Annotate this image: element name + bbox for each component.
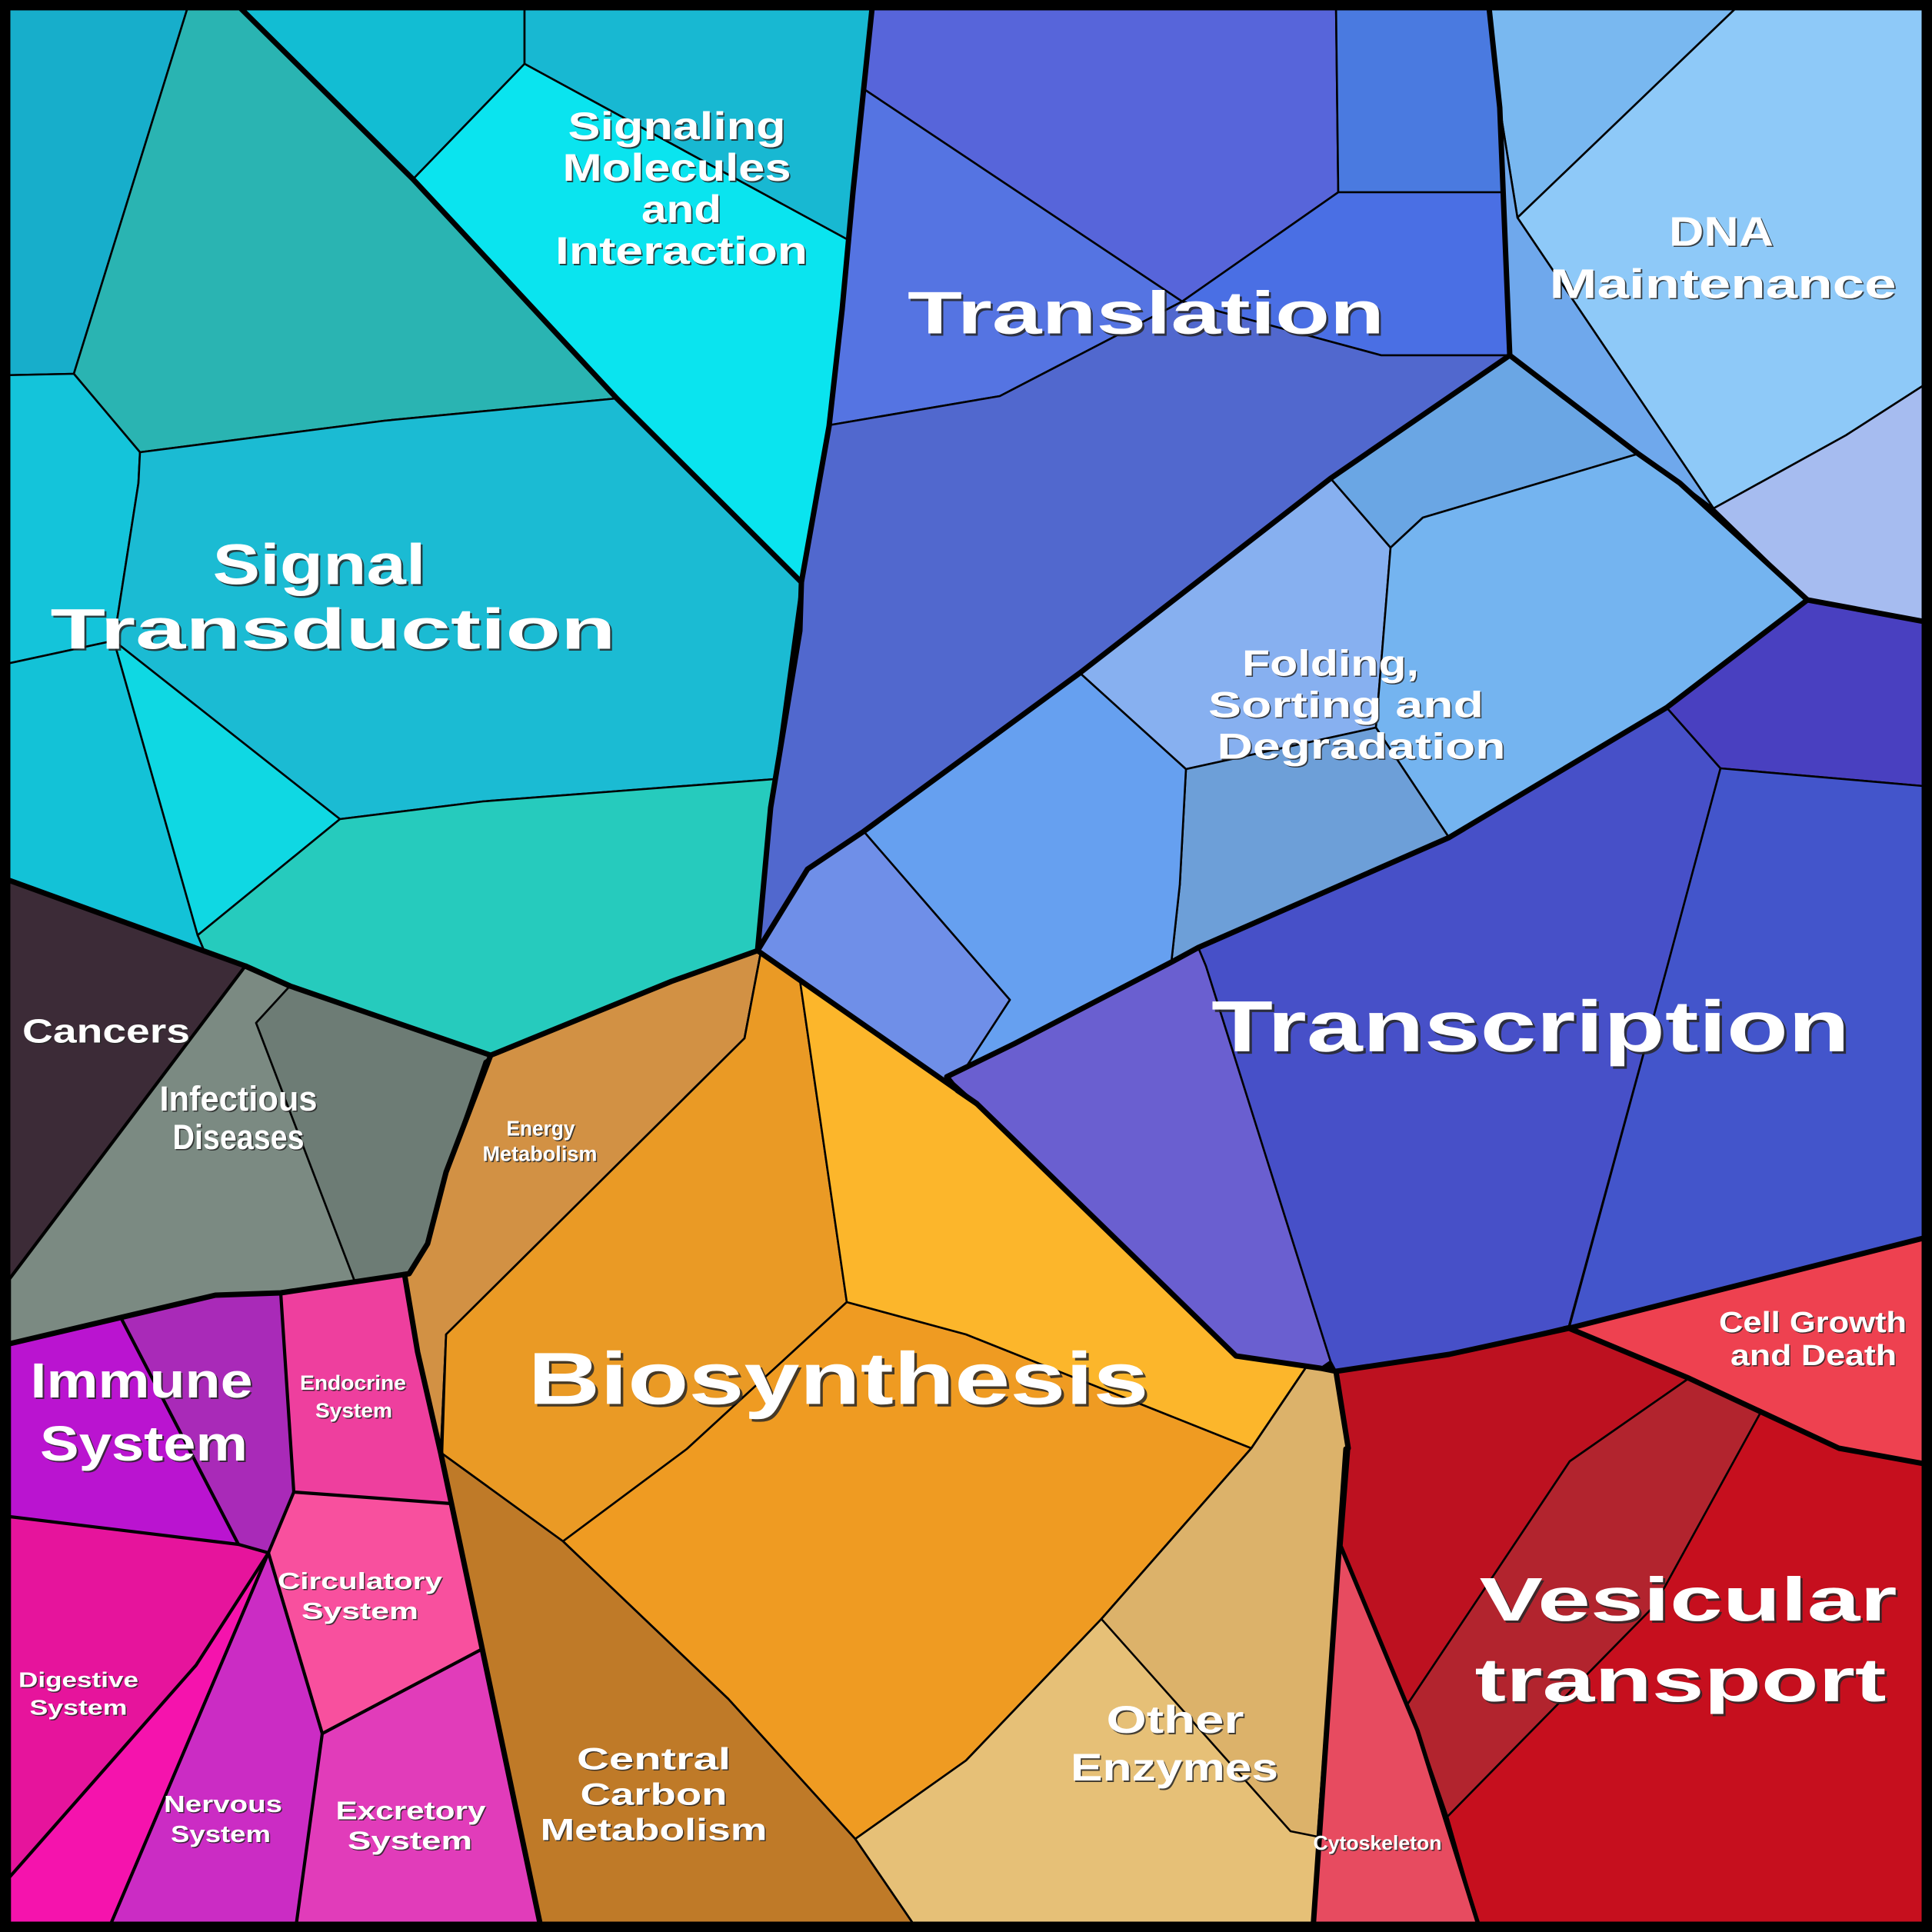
svg-text:Signaling: Signaling: [569, 106, 787, 149]
svg-text:Immune: Immune: [31, 1353, 253, 1408]
svg-text:Diseases: Diseases: [173, 1118, 305, 1157]
svg-text:Central: Central: [578, 1744, 732, 1777]
svg-text:System: System: [348, 1827, 472, 1855]
svg-text:DNA: DNA: [1669, 208, 1774, 255]
svg-text:and: and: [643, 189, 723, 232]
svg-text:Degradation: Degradation: [1218, 727, 1507, 768]
svg-text:System: System: [30, 1695, 128, 1719]
svg-text:transport: transport: [1475, 1646, 1887, 1714]
svg-text:Metabolism: Metabolism: [541, 1814, 768, 1848]
svg-text:Endocrine: Endocrine: [300, 1371, 406, 1394]
svg-text:Cytoskeleton: Cytoskeleton: [1314, 1832, 1443, 1855]
svg-text:Biosynthesis: Biosynthesis: [531, 1341, 1151, 1423]
svg-text:Digestive: Digestive: [20, 1669, 140, 1693]
svg-text:and: and: [641, 188, 721, 231]
svg-text:Metabolism: Metabolism: [483, 1141, 598, 1165]
svg-text:DNA: DNA: [1671, 210, 1775, 256]
svg-text:Excretory: Excretory: [336, 1797, 487, 1825]
svg-text:Folding,: Folding,: [1242, 642, 1419, 683]
svg-text:Maintenance: Maintenance: [1551, 262, 1897, 308]
svg-text:Signal: Signal: [215, 535, 428, 598]
svg-text:Circulatory: Circulatory: [279, 1569, 445, 1596]
svg-text:System: System: [40, 1416, 248, 1471]
svg-text:Molecules: Molecules: [564, 148, 792, 191]
svg-text:and Death: and Death: [1730, 1340, 1897, 1372]
svg-text:System: System: [172, 1822, 272, 1849]
svg-text:Circulatory: Circulatory: [278, 1567, 443, 1594]
svg-text:Metabolism: Metabolism: [541, 1814, 768, 1847]
svg-text:Signal: Signal: [213, 533, 426, 597]
svg-text:Sorting and: Sorting and: [1210, 685, 1485, 726]
svg-text:System: System: [303, 1599, 420, 1626]
svg-text:Metabolism: Metabolism: [484, 1143, 598, 1167]
svg-text:Excretory: Excretory: [337, 1797, 488, 1826]
svg-text:Vesicular: Vesicular: [1480, 1565, 1897, 1634]
svg-text:Digestive: Digestive: [18, 1667, 138, 1691]
svg-text:Enzymes: Enzymes: [1071, 1746, 1278, 1789]
svg-text:Cancers: Cancers: [24, 1014, 192, 1051]
svg-text:Nervous: Nervous: [165, 1792, 284, 1819]
svg-text:Carbon: Carbon: [581, 1779, 728, 1813]
svg-text:Infectious: Infectious: [161, 1080, 318, 1119]
svg-text:Energy: Energy: [507, 1116, 575, 1140]
svg-text:Sorting and: Sorting and: [1208, 684, 1484, 724]
svg-text:Energy: Energy: [508, 1118, 576, 1141]
svg-text:Immune: Immune: [32, 1354, 255, 1410]
svg-text:Degradation: Degradation: [1217, 725, 1506, 766]
svg-text:Diseases: Diseases: [174, 1118, 305, 1158]
svg-text:Maintenance: Maintenance: [1550, 261, 1897, 307]
svg-text:Folding,: Folding,: [1244, 644, 1421, 685]
svg-text:Other: Other: [1108, 1700, 1245, 1743]
svg-text:Interaction: Interaction: [557, 231, 809, 274]
svg-text:Signaling: Signaling: [568, 105, 786, 148]
svg-text:Molecules: Molecules: [563, 146, 791, 189]
svg-text:System: System: [349, 1827, 474, 1856]
svg-text:Transduction: Transduction: [51, 598, 616, 661]
svg-text:and Death: and Death: [1732, 1341, 1898, 1374]
svg-text:Endocrine: Endocrine: [301, 1373, 408, 1396]
svg-text:Translation: Translation: [908, 279, 1384, 347]
svg-text:Cell Growth: Cell Growth: [1720, 1308, 1908, 1341]
svg-text:System: System: [31, 1697, 128, 1720]
svg-text:Enzymes: Enzymes: [1072, 1747, 1280, 1790]
svg-text:System: System: [171, 1820, 271, 1847]
svg-text:System: System: [317, 1401, 394, 1424]
svg-text:System: System: [42, 1417, 249, 1473]
svg-text:Cell Growth: Cell Growth: [1719, 1307, 1907, 1339]
svg-text:Vesicular: Vesicular: [1481, 1567, 1899, 1636]
svg-text:Central: Central: [577, 1743, 731, 1777]
svg-text:Translation: Translation: [910, 281, 1387, 348]
svg-text:System: System: [315, 1399, 392, 1422]
svg-text:Other: Other: [1107, 1698, 1244, 1741]
svg-text:transport: transport: [1477, 1648, 1888, 1717]
svg-text:Infectious: Infectious: [160, 1079, 318, 1118]
svg-text:Carbon: Carbon: [581, 1778, 728, 1812]
svg-text:Biosynthesis: Biosynthesis: [528, 1337, 1149, 1420]
svg-text:Cancers: Cancers: [22, 1013, 190, 1051]
svg-text:Transcription: Transcription: [1211, 986, 1850, 1067]
svg-text:System: System: [301, 1597, 418, 1624]
svg-text:Cytoskeleton: Cytoskeleton: [1314, 1831, 1442, 1854]
svg-text:Nervous: Nervous: [164, 1790, 282, 1817]
svg-text:Transduction: Transduction: [52, 599, 618, 663]
svg-text:Transcription: Transcription: [1214, 988, 1852, 1069]
svg-text:Interaction: Interaction: [555, 229, 808, 272]
